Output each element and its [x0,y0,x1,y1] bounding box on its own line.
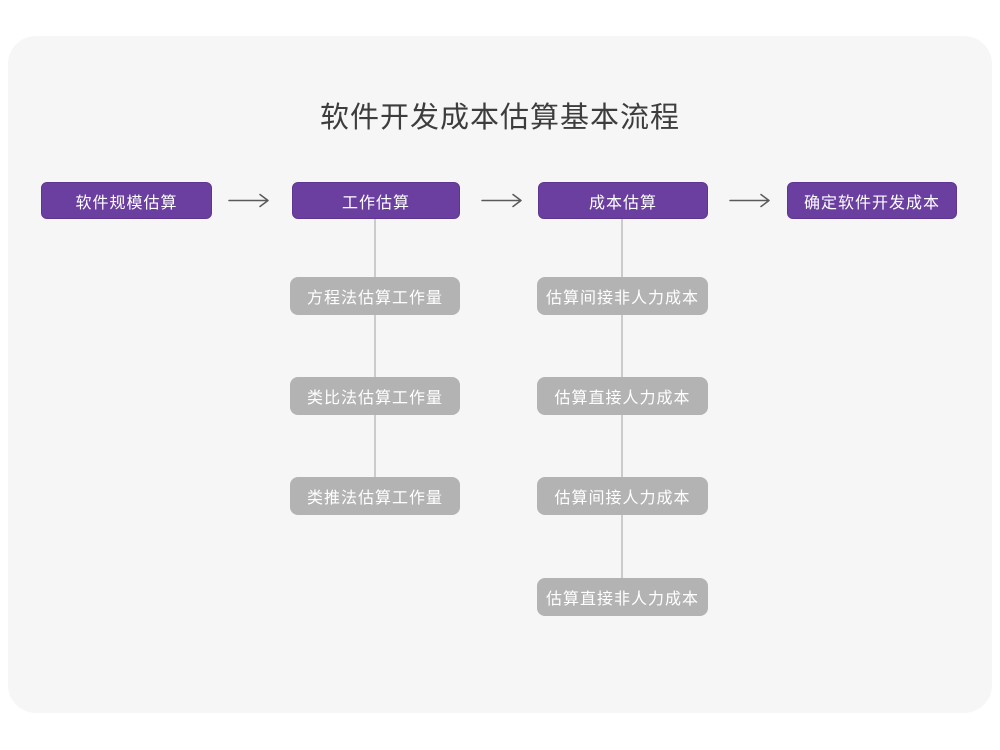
substep-extrapolation-method-workload: 类推法估算工作量 [290,477,460,515]
right-arrow-icon [481,193,522,208]
stage-software-scale-estimation: 软件规模估算 [41,182,212,219]
substep-label: 估算直接人力成本 [554,390,691,407]
connector-line-work [374,218,376,510]
stage-label: 软件规模估算 [75,194,178,212]
stage-label: 确定软件开发成本 [803,194,940,212]
diagram-card [8,36,992,713]
stage-label: 成本估算 [588,194,657,212]
right-arrow-icon [228,193,269,208]
right-arrow-icon [729,193,770,208]
substep-label: 估算间接非人力成本 [545,290,699,307]
stage-label: 工作估算 [341,194,410,212]
substep-direct-labor-cost: 估算直接人力成本 [537,377,708,415]
substep-direct-non-labor-cost: 估算直接非人力成本 [537,578,708,616]
substep-equation-method-workload: 方程法估算工作量 [290,277,460,315]
substep-label: 类比法估算工作量 [306,390,443,407]
substep-comparison-method-workload: 类比法估算工作量 [290,377,460,415]
substep-indirect-labor-cost: 估算间接人力成本 [537,477,708,515]
substep-label: 方程法估算工作量 [306,290,443,307]
substep-indirect-non-labor-cost: 估算间接非人力成本 [537,277,708,315]
stage-work-estimation: 工作估算 [292,182,460,219]
stage-cost-estimation: 成本估算 [538,182,708,219]
substep-label: 估算间接人力成本 [554,490,691,507]
diagram-title: 软件开发成本估算基本流程 [319,102,680,134]
substep-label: 估算直接非人力成本 [545,591,699,608]
substep-label: 类推法估算工作量 [306,490,443,507]
stage-determine-software-dev-cost: 确定软件开发成本 [787,182,957,219]
